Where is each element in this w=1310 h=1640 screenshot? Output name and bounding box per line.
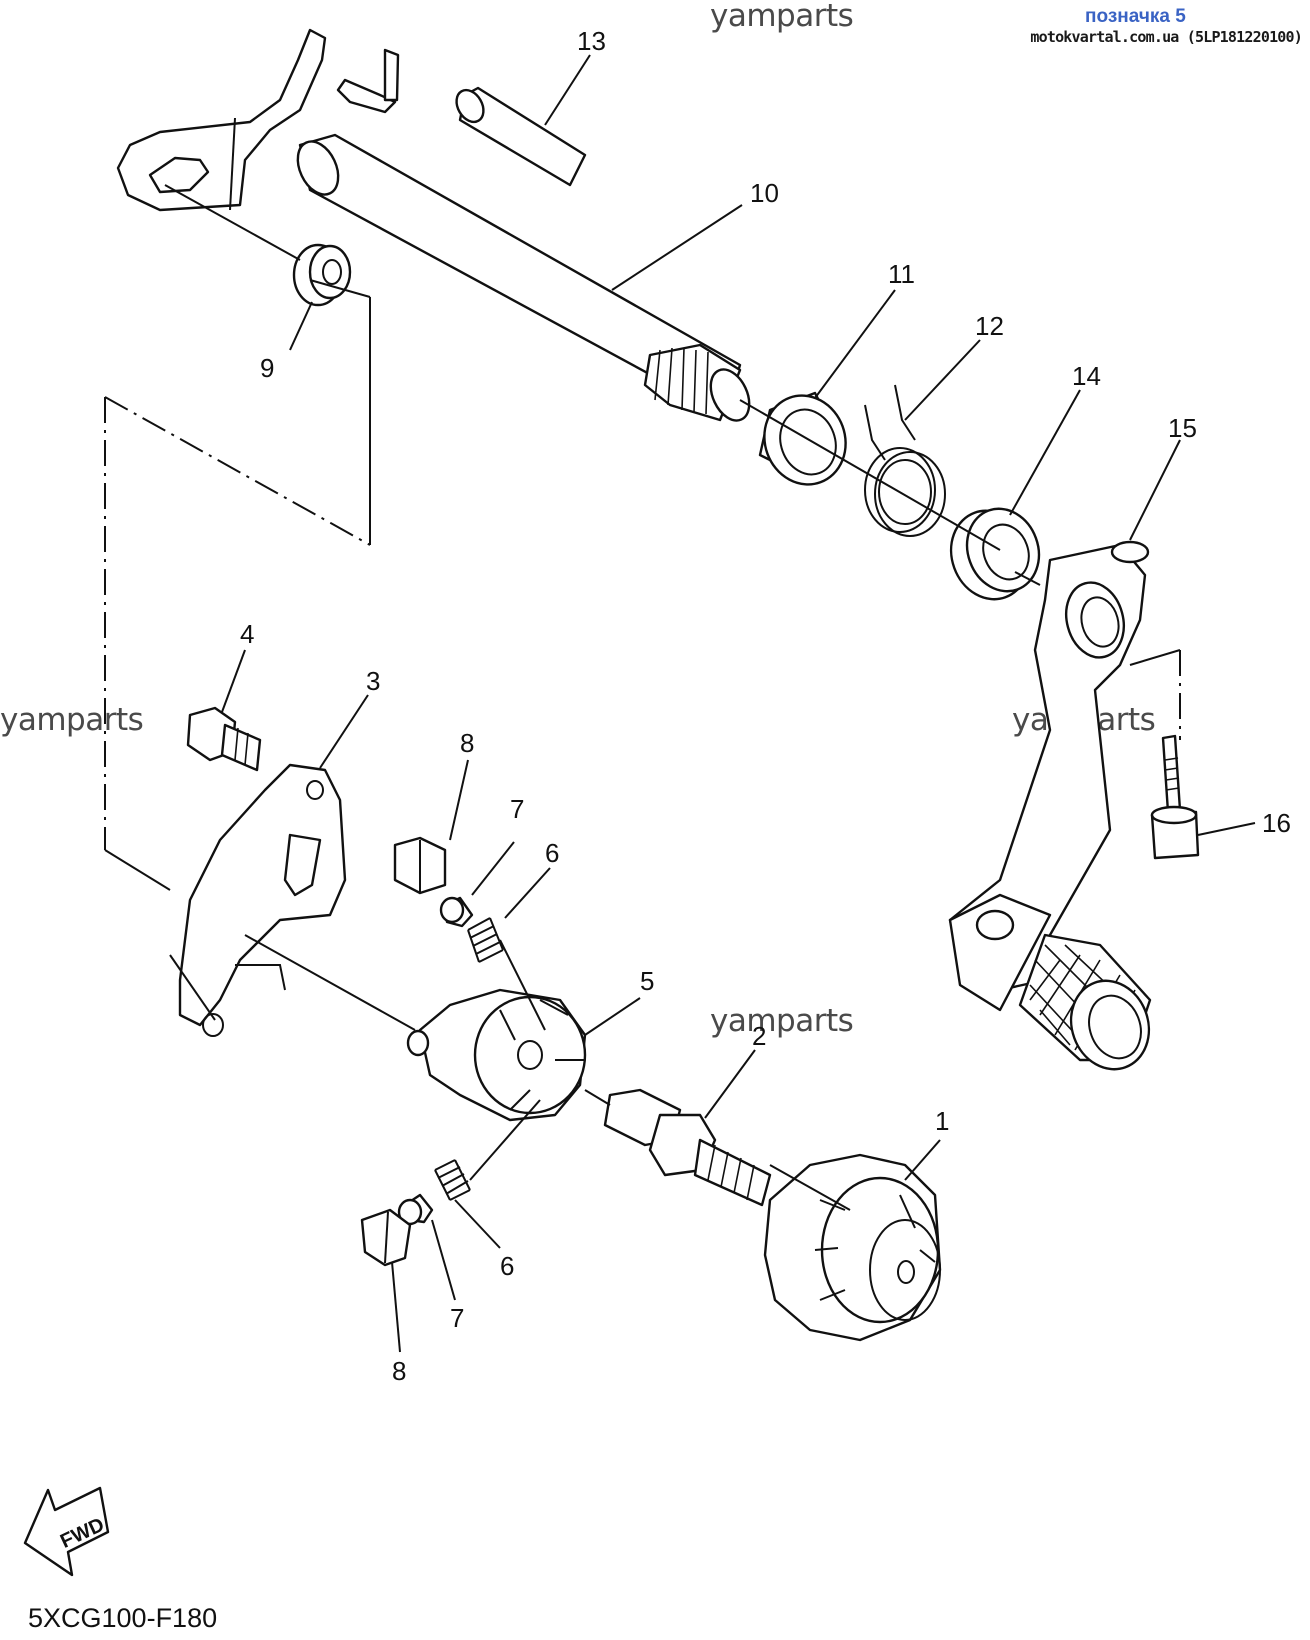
part-7-ball-upper	[439, 896, 474, 928]
part-10-shift-shaft	[116, 28, 751, 422]
leader-lines	[221, 54, 1256, 1353]
part-6-spring-upper	[467, 917, 504, 963]
source-reference: motokvartal.com.ua (5LP181220100)	[1030, 28, 1302, 46]
part-4-bolt	[186, 706, 262, 772]
diagram-code: 5XCG100-F180	[28, 1603, 218, 1633]
watermark-center: yamparts	[710, 1003, 854, 1039]
assembly-lines	[104, 184, 1181, 1211]
part-11-collar	[758, 391, 847, 486]
shift-pedal-rubber	[1018, 933, 1152, 1071]
callout-12: 12	[975, 311, 1004, 341]
fwd-arrow-icon: FWD	[23, 1486, 110, 1577]
part-1-cap	[763, 1153, 942, 1342]
callout-6-lower: 6	[500, 1251, 514, 1281]
callout-10: 10	[750, 178, 779, 208]
callout-11: 11	[888, 259, 915, 289]
part-3-stopper-plate	[178, 763, 347, 1037]
part-2-stopper-bolt	[603, 1088, 772, 1207]
watermark-top: yamparts	[710, 0, 854, 34]
part-9-seal	[292, 243, 352, 307]
callouts: 13 10 11 12 14 15 9 4 3 8 7 6 16 5 2 1 6…	[240, 26, 1291, 1386]
watermark-left: yamparts	[0, 702, 144, 738]
callout-1: 1	[935, 1106, 949, 1136]
part-16-bolt	[1150, 734, 1200, 860]
callout-2: 2	[752, 1021, 766, 1051]
callout-13: 13	[577, 26, 606, 56]
callout-9: 9	[260, 353, 274, 383]
callout-7-lower: 7	[450, 1303, 464, 1333]
part-12-spring	[864, 384, 946, 537]
callout-7-upper: 7	[510, 794, 524, 824]
part-14-seal	[949, 507, 1041, 601]
callout-4: 4	[240, 619, 254, 649]
part-13-pin	[455, 86, 587, 187]
callout-8-lower: 8	[392, 1356, 406, 1386]
part-8-pawl-lower	[360, 1208, 412, 1267]
callout-8-upper: 8	[460, 728, 474, 758]
part-7-ball-lower	[397, 1193, 434, 1226]
callout-14: 14	[1072, 361, 1101, 391]
callout-15: 15	[1168, 413, 1197, 443]
part-6-spring-lower	[434, 1159, 471, 1201]
callout-5: 5	[640, 966, 654, 996]
callout-3: 3	[366, 666, 380, 696]
callout-16: 16	[1262, 808, 1291, 838]
callout-6-upper: 6	[545, 838, 559, 868]
label-badge: позначка 5	[1085, 6, 1186, 27]
part-15-shift-pedal	[948, 540, 1150, 1012]
part-5-segment	[406, 988, 587, 1122]
part-8-pawl-upper	[393, 836, 447, 895]
